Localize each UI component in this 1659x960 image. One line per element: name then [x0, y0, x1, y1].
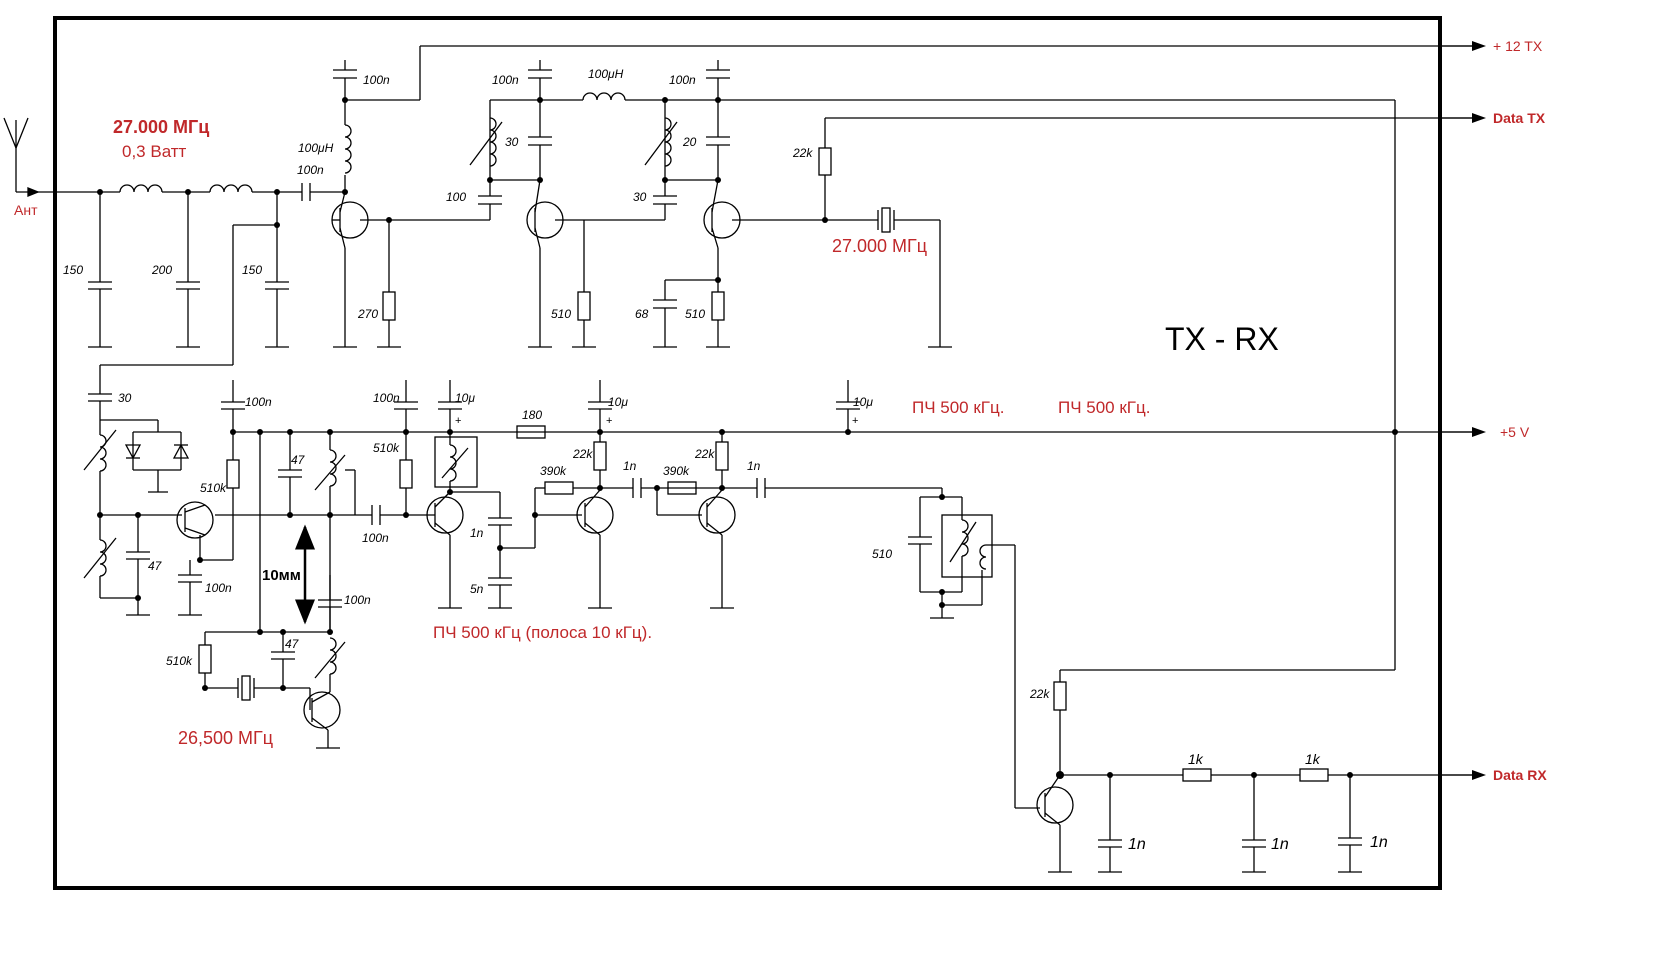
label-c-lo-tank: 47	[285, 637, 300, 651]
port-data-rx-label: Data RX	[1493, 767, 1547, 783]
label-c-top3: 100n	[669, 73, 696, 87]
if-transformer-1	[434, 436, 478, 488]
label-c-tank1: 30	[505, 135, 519, 149]
label-c-1n-b: 1n	[623, 459, 637, 473]
label-r-osc: 510	[685, 307, 705, 321]
label-r-det: 22k	[1029, 687, 1050, 701]
label-c-couple2: 100	[446, 190, 466, 204]
label-r-pa: 270	[357, 307, 378, 321]
junction-dots	[97, 97, 1398, 779]
schematic-title: TX - RX	[1165, 321, 1279, 357]
label-c-top2: 100n	[492, 73, 519, 87]
tx-crystal	[877, 207, 895, 233]
label-r-390k-b: 390k	[663, 464, 690, 478]
svg-text:+: +	[455, 415, 461, 427]
label-c-mix-tank: 47	[148, 559, 163, 573]
port-data-tx-label: Data TX	[1493, 110, 1546, 126]
tx-driver-transistor	[526, 179, 564, 249]
label-c-rx-in: 30	[118, 391, 132, 405]
label-l-mid: 100μH	[588, 67, 624, 81]
label-c-mix-byp: 100n	[205, 581, 232, 595]
tx-filter-inductor-1	[119, 184, 163, 193]
rx-detector-transistor	[1036, 774, 1074, 826]
label-c-510: 510	[872, 547, 892, 561]
tx-oscillator-transistor	[703, 179, 741, 249]
rx-mixer-transistor	[426, 491, 464, 536]
label-r-22k-b: 22k	[694, 447, 715, 461]
tx-filter-inductor-2	[209, 184, 253, 193]
tx-frequency-label: 27.000 МГц	[113, 117, 209, 137]
label-r-rx-bias: 510k	[200, 481, 227, 495]
if-label-1: ПЧ 500 кГц.	[912, 398, 1004, 417]
label-c-det-3: 1n	[1370, 834, 1388, 851]
label-r-drv: 510	[551, 307, 571, 321]
rx-if-amp-1-transistor	[576, 489, 614, 536]
label-r-if-bias: 510k	[373, 441, 400, 455]
port-5v-label: +5 V	[1500, 424, 1530, 440]
polarity-marks: + + +	[455, 415, 858, 427]
if-label-2: ПЧ 500 кГц.	[1058, 398, 1150, 417]
label-c-ant1: 150	[63, 263, 83, 277]
lo-transistor	[303, 691, 341, 731]
label-c-10u-b: 10μ	[608, 395, 628, 409]
label-r-22k-a: 22k	[572, 447, 593, 461]
svg-text:+: +	[606, 415, 612, 427]
label-c-1n-c: 1n	[747, 459, 761, 473]
label-c-if-dec: 100n	[373, 391, 400, 405]
antenna-symbol	[3, 117, 40, 197]
label-c-mix-out: 100n	[362, 531, 389, 545]
label-r-1k-a: 1k	[1188, 751, 1204, 767]
port-tx12-label: + 12 TX	[1493, 38, 1543, 54]
label-l-top1: 100μH	[298, 141, 334, 155]
tx-power-label: 0,3 Ватт	[122, 142, 187, 161]
label-c-1n-a: 1n	[470, 526, 484, 540]
label-c-tank2: 20	[682, 135, 697, 149]
label-c-rx-tank: 47	[291, 453, 306, 467]
schematic-frame	[53, 16, 1442, 890]
svg-text:+: +	[852, 415, 858, 427]
label-c-coupling: 100n	[297, 163, 324, 177]
label-c-10u-c: 10μ	[853, 395, 873, 409]
lo-frequency-label: 26,500 МГц	[178, 728, 273, 748]
label-c-top1: 100n	[363, 73, 390, 87]
rx-rf-transistor	[176, 501, 214, 539]
label-c-osc: 68	[635, 307, 649, 321]
if-transformer-2	[941, 514, 993, 578]
label-r-bias-tx: 22k	[792, 146, 813, 160]
label-c-ant3: 150	[242, 263, 262, 277]
label-c-lo-dec: 100n	[344, 593, 371, 607]
label-c-10u-a: 10μ	[455, 391, 475, 405]
rx-if-amp-2-transistor	[698, 489, 736, 536]
if-band-label: ПЧ 500 кГц (полоса 10 кГц).	[433, 623, 652, 642]
lo-crystal	[237, 675, 255, 701]
antenna-label: Ант	[14, 202, 38, 218]
crystal-tx-frequency-label: 27.000 МГц	[832, 236, 927, 256]
tx-filter-shunt-caps	[88, 192, 289, 348]
label-c-det-2: 1n	[1271, 836, 1289, 853]
spacing-label: 10мм	[262, 567, 301, 584]
label-c-ant2: 200	[151, 263, 172, 277]
label-c-det-1: 1n	[1128, 836, 1146, 853]
label-c-5n: 5n	[470, 582, 484, 596]
rx-limiter-diodes	[124, 420, 190, 493]
label-r-1k-b: 1k	[1305, 751, 1321, 767]
output-arrows	[1472, 41, 1486, 780]
label-r-lo-bias: 510k	[166, 654, 193, 668]
label-r-180: 180	[522, 408, 542, 422]
label-c-rx-dec: 100n	[245, 395, 272, 409]
label-c-couple3: 30	[633, 190, 647, 204]
label-r-390k-a: 390k	[540, 464, 567, 478]
